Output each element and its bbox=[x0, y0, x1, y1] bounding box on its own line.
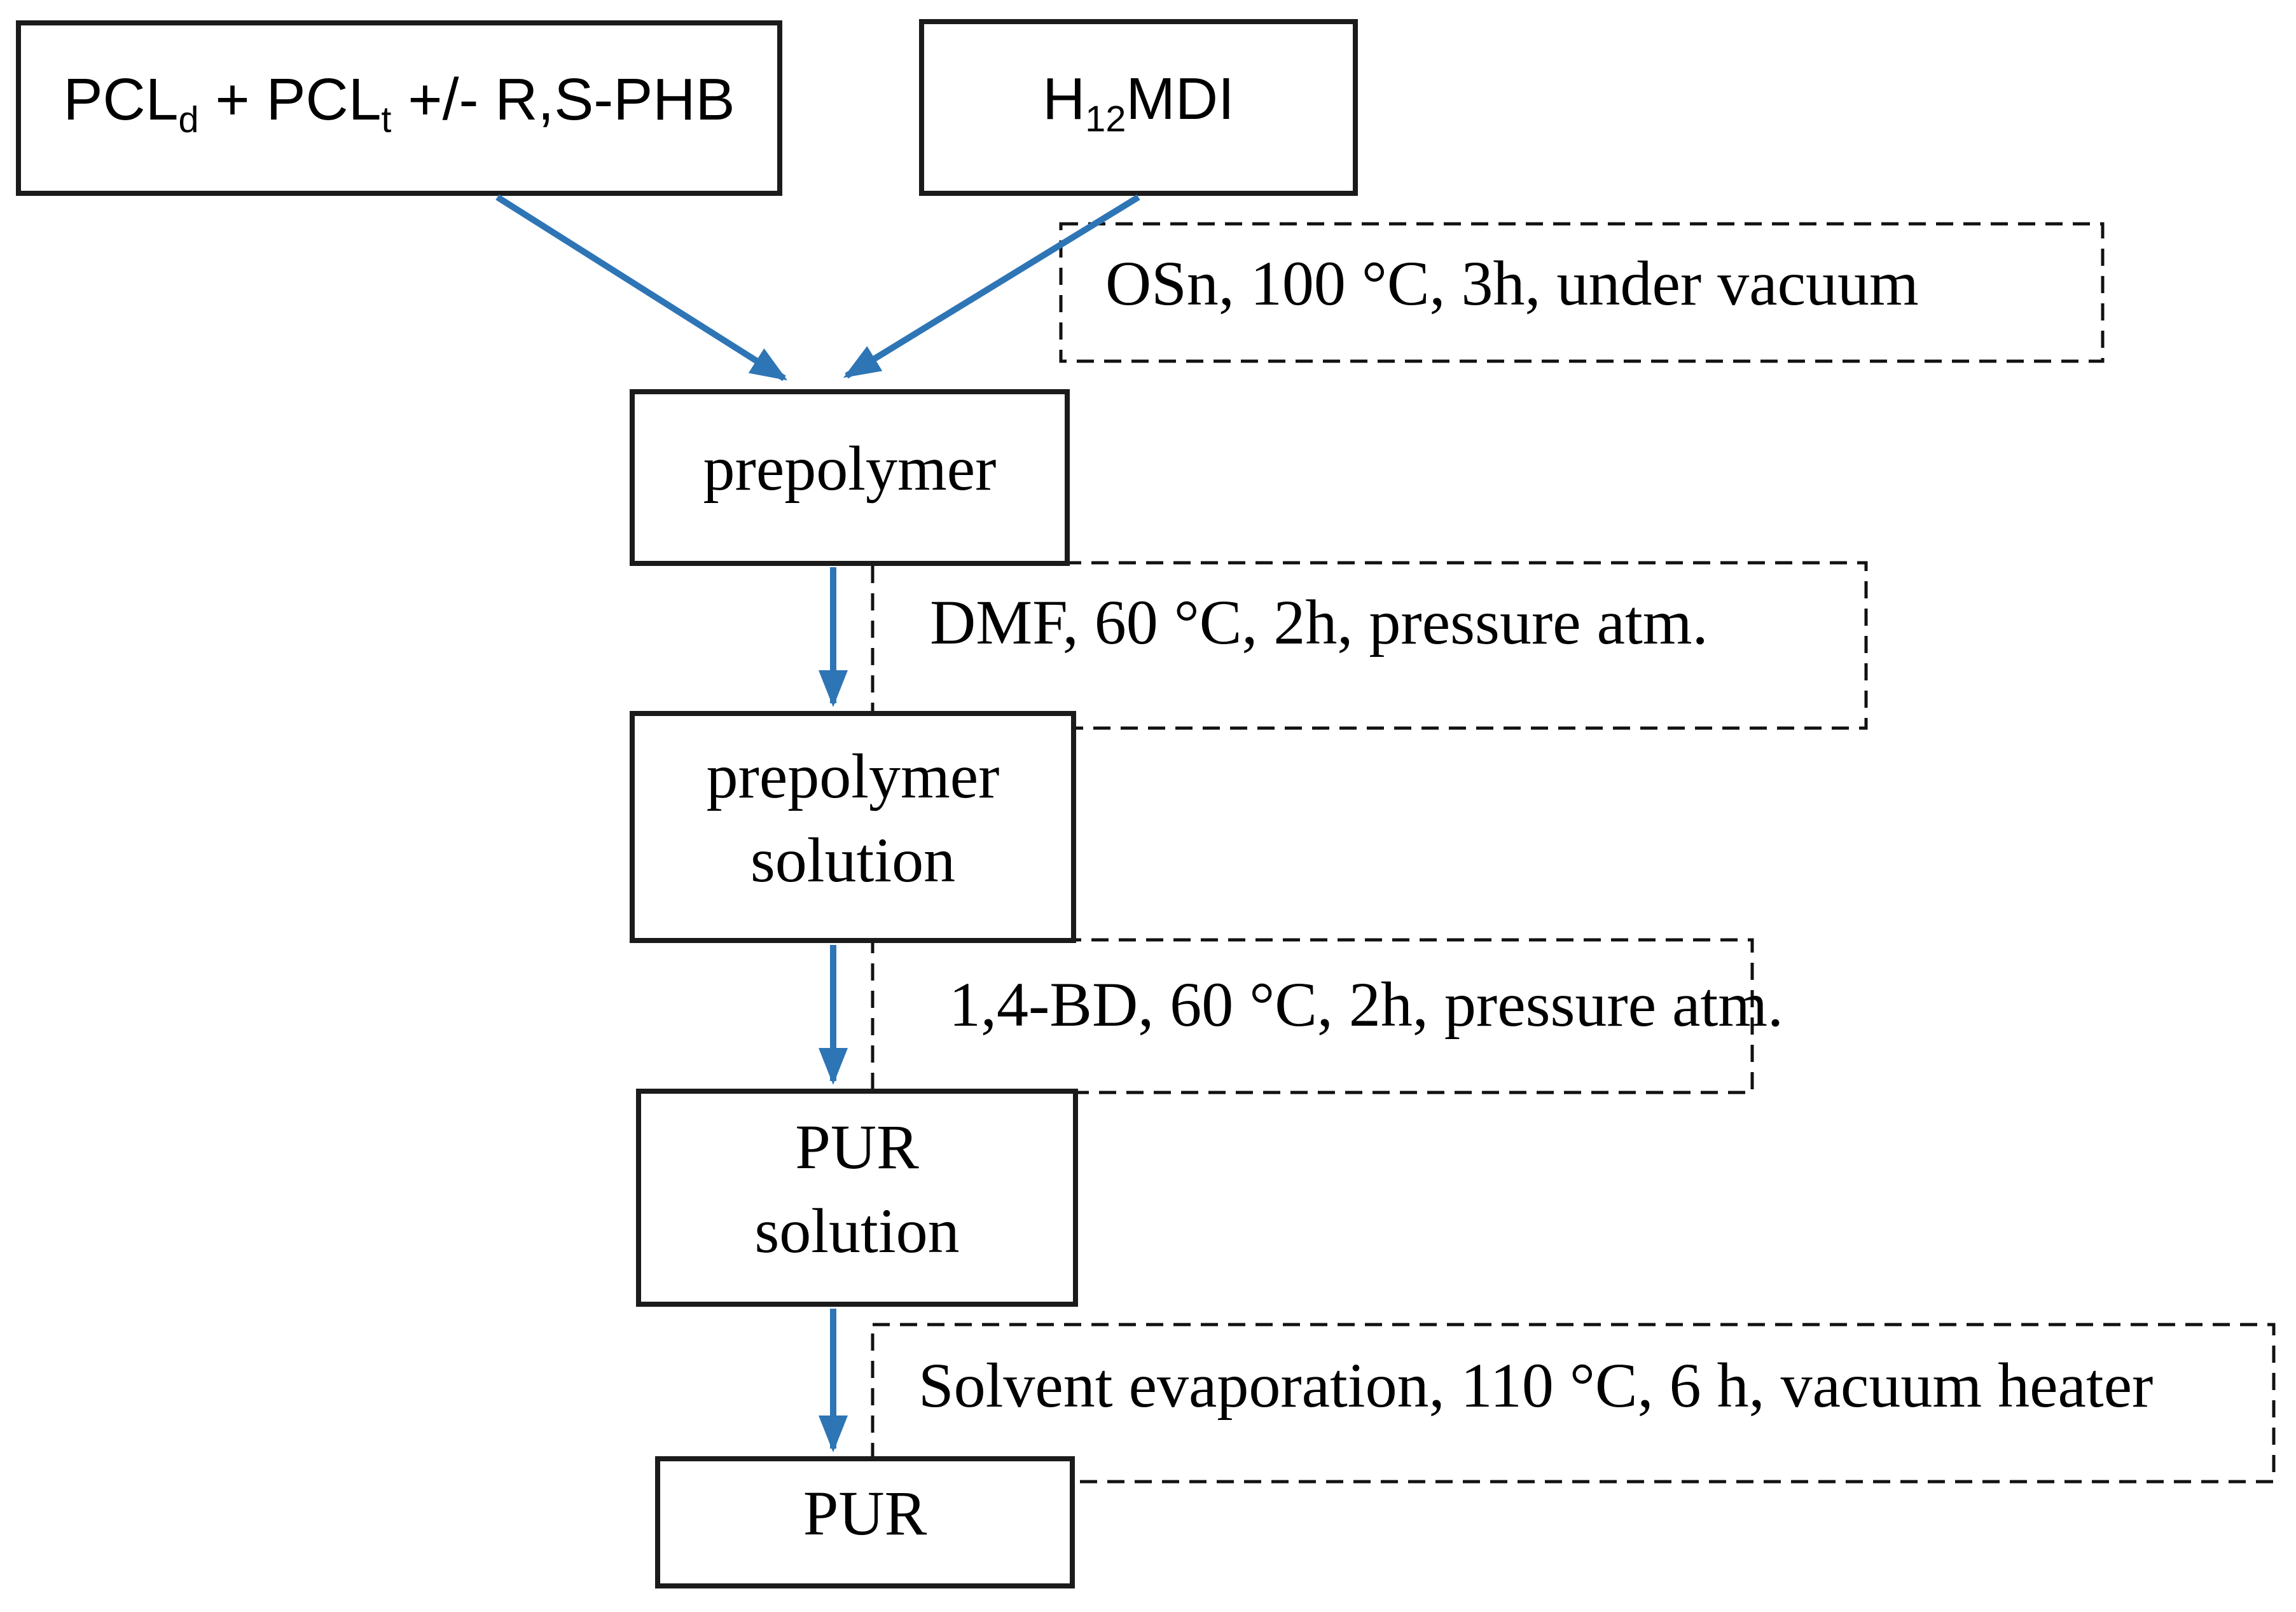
box-pur-label: PUR bbox=[803, 1478, 927, 1548]
box-h12mdi-label: H12MDI bbox=[1042, 65, 1234, 140]
note-outline-osn bbox=[1059, 222, 2105, 363]
note-bd-text: 1,4-BD, 60 °C, 2h, pressure atm. bbox=[949, 969, 1784, 1040]
note-solvent-text: Solvent evaporation, 110 °C, 6 h, vacuum… bbox=[918, 1350, 2154, 1421]
note-outline-dmf bbox=[871, 561, 1868, 730]
box-pcl-reagents: PCLd + PCLt +/- R,S-PHB bbox=[16, 20, 782, 196]
note-outline-solvent bbox=[871, 1323, 2276, 1484]
box-pur: PUR bbox=[655, 1456, 1075, 1588]
box-pcl-reagents-label: PCLd + PCLt +/- R,S-PHB bbox=[63, 65, 735, 141]
box-prepolymer: prepolymer bbox=[630, 389, 1070, 566]
note-osn-text: OSn, 100 °C, 3h, under vacuum bbox=[1105, 248, 1919, 319]
note-osn: OSn, 100 °C, 3h, under vacuum bbox=[1061, 224, 2103, 361]
note-dmf: DMF, 60 °C, 2h, pressure atm. bbox=[873, 563, 1866, 728]
note-outline-bd bbox=[871, 938, 1754, 1094]
box-prepolymer-label: prepolymer bbox=[703, 433, 997, 504]
note-bd: 1,4-BD, 60 °C, 2h, pressure atm. bbox=[873, 940, 1783, 1092]
note-dmf-text: DMF, 60 °C, 2h, pressure atm. bbox=[930, 587, 1708, 658]
box-h12mdi: H12MDI bbox=[919, 19, 1358, 196]
note-solvent: Solvent evaporation, 110 °C, 6 h, vacuum… bbox=[873, 1325, 2274, 1482]
